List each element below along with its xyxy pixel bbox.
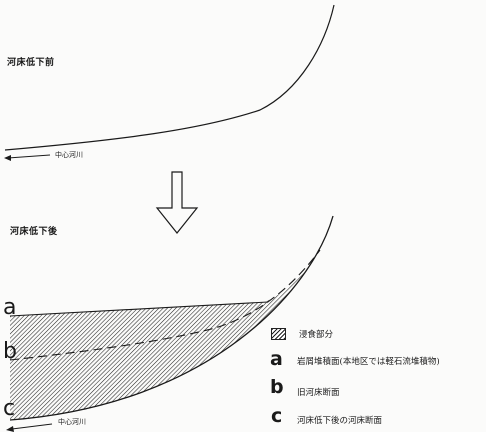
after-river-arrowhead	[6, 426, 14, 432]
legend-text-c: 河床低下後の河床断面	[297, 416, 383, 426]
eroded-area	[10, 216, 333, 420]
river-label-bottom: 中心河川	[58, 418, 86, 426]
legend-eroded-swatch	[271, 328, 286, 340]
after-title: 河床低下後	[10, 227, 58, 237]
river-label-top: 中心河川	[55, 151, 83, 159]
after-river-arrow-line	[11, 423, 53, 430]
profile-label-b: b	[3, 339, 17, 364]
before-riverbed-profile	[4, 4, 335, 151]
before-river-arrow-line	[7, 154, 51, 159]
profile-label-a: a	[3, 295, 17, 320]
surface-a-line	[9, 301, 269, 317]
old-riverbed-b-line	[9, 249, 321, 361]
before-river-arrowhead	[4, 155, 11, 161]
legend-key-b: b	[270, 376, 284, 398]
new-riverbed-c-line	[9, 215, 334, 421]
legend-text-a: 岩屑堆積面(本地区では軽石流堆積物)	[297, 357, 440, 367]
legend-text-b: 旧河床断面	[297, 388, 340, 398]
before-title: 河床低下前	[7, 58, 55, 68]
legend-eroded-label: 浸食部分	[299, 330, 334, 340]
legend-key-a: a	[270, 348, 283, 370]
down-arrow	[155, 171, 199, 234]
legend-key-c: c	[271, 405, 283, 427]
profile-label-c: c	[3, 396, 16, 421]
